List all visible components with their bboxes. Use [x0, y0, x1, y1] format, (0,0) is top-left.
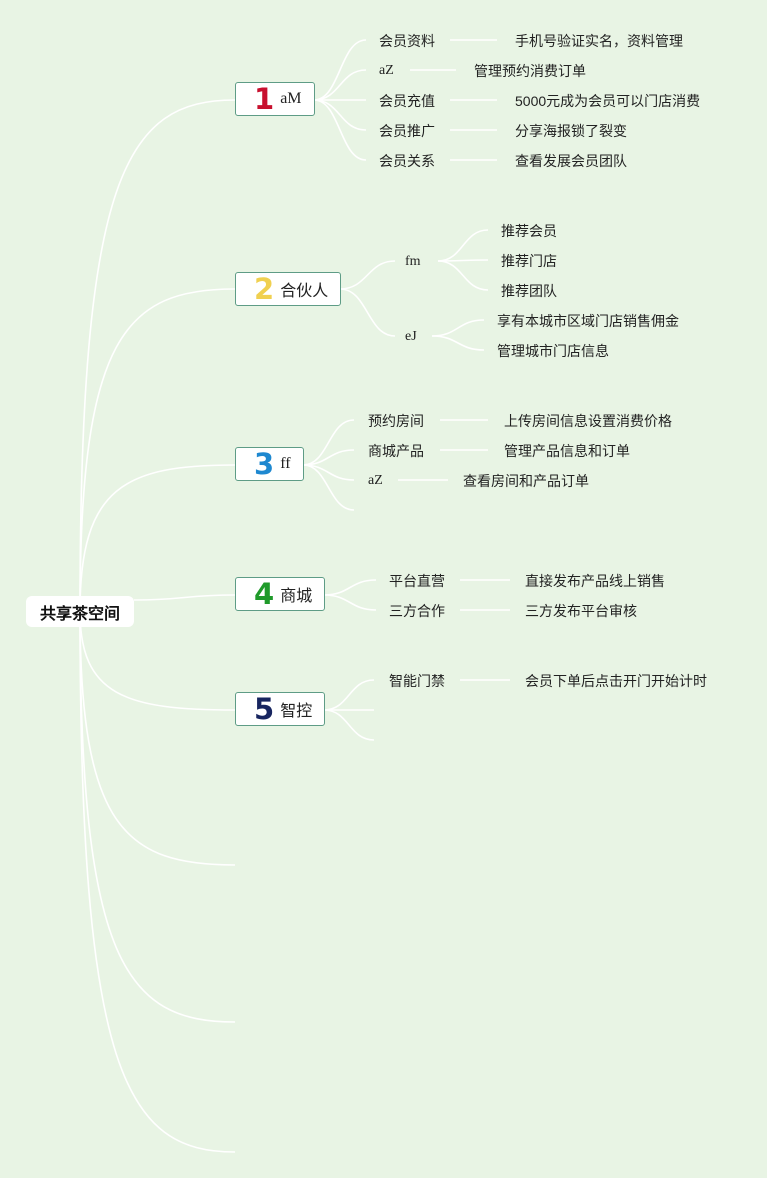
root-connector	[79, 464, 236, 612]
b2-group-label: eJ	[405, 329, 417, 344]
b1-item-detail: 手机号验证实名，资料管理	[515, 33, 683, 49]
root-connector	[79, 610, 236, 1153]
branch-connector	[313, 99, 367, 131]
branch-label-4: 商城	[280, 588, 313, 605]
branch-connector	[302, 464, 355, 511]
group-connector	[437, 260, 489, 291]
branch-label-1: aM	[280, 90, 302, 107]
b1-item-detail: 查看发展会员团队	[515, 153, 627, 169]
root-connector	[79, 610, 236, 1023]
group-connector	[437, 229, 489, 262]
root-connector	[79, 610, 236, 866]
branch-connector	[302, 419, 355, 466]
branch-connector	[339, 288, 396, 337]
branch-number-4: 4	[254, 577, 275, 611]
branch-number-2: 2	[254, 272, 275, 306]
root-connector	[133, 594, 236, 601]
branch-node-5[interactable]: 5 智控	[235, 692, 326, 726]
branch-connector	[323, 679, 375, 711]
b3-item-detail: 上传房间信息设置消费价格	[504, 413, 672, 429]
group-connector	[437, 259, 489, 262]
b2-group-label: fm	[405, 254, 421, 269]
branch-connector	[313, 99, 367, 161]
root-label: 共享茶空间	[39, 605, 120, 623]
b4-item-detail: 直接发布产品线上销售	[525, 573, 665, 589]
b3-item-detail: 管理产品信息和订单	[504, 443, 630, 459]
b1-item-label: 会员充值	[379, 93, 435, 109]
root-connector	[79, 288, 236, 612]
branch-node-3[interactable]: 3 ff	[235, 447, 304, 481]
branch-connector	[313, 39, 367, 101]
root-node[interactable]: 共享茶空间	[26, 596, 134, 627]
branch-connector	[323, 579, 377, 596]
b2-item: 推荐会员	[501, 223, 557, 239]
branch-node-4[interactable]: 4 商城	[235, 577, 326, 611]
b4-item-label: 平台直营	[389, 573, 445, 589]
branch-node-2[interactable]: 2 合伙人	[235, 272, 342, 306]
root-connector	[79, 99, 236, 612]
b1-item-label: 会员资料	[379, 33, 435, 49]
b1-item-label: aZ	[379, 63, 394, 78]
b1-item-detail: 分享海报锁了裂变	[515, 123, 627, 139]
branch-connector	[302, 449, 355, 466]
branch-connector	[313, 69, 367, 101]
branch-node-1[interactable]: 1 aM	[235, 82, 315, 116]
b2-item: 推荐门店	[501, 253, 557, 269]
b1-item-detail: 5000元成为会员可以门店消费	[515, 93, 701, 109]
branch-label-3: ff	[280, 455, 291, 472]
group-connector	[431, 319, 485, 337]
b2-item: 享有本城市区域门店销售佣金	[497, 313, 679, 329]
b3-item-label: 预约房间	[368, 413, 424, 429]
b1-item-detail: 管理预约消费订单	[474, 63, 586, 79]
branch-connector	[323, 709, 375, 741]
b3-item-label: aZ	[368, 473, 383, 488]
b1-item-label: 会员关系	[379, 153, 435, 169]
b4-item-label: 三方合作	[389, 603, 445, 619]
b5-item-label: 智能门禁	[389, 673, 445, 689]
branch-label-2: 合伙人	[280, 283, 329, 300]
b1-item-label: 会员推广	[379, 123, 435, 139]
group-connector	[431, 335, 485, 351]
b5-item-detail: 会员下单后点击开门开始计时	[525, 673, 707, 689]
b2-item: 管理城市门店信息	[497, 343, 609, 359]
b2-item: 推荐团队	[501, 283, 557, 299]
b3-item-detail: 查看房间和产品订单	[463, 473, 589, 489]
branch-number-1: 1	[254, 82, 275, 116]
b4-item-detail: 三方发布平台审核	[525, 603, 637, 619]
b3-item-label: 商城产品	[368, 443, 424, 459]
branch-connector	[323, 594, 377, 611]
branch-connector	[302, 464, 355, 481]
branch-number-3: 3	[254, 447, 275, 481]
branch-number-5: 5	[254, 692, 275, 726]
branch-connector	[339, 260, 396, 290]
branch-label-5: 智控	[280, 703, 313, 720]
